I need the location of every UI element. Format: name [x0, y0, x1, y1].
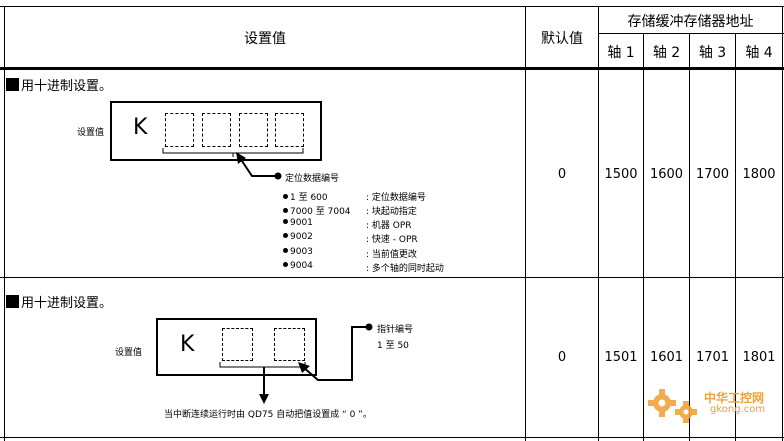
- row2-address-axis-3: 1701: [695, 350, 730, 365]
- row2-k-letter: K: [180, 332, 195, 357]
- header-bottom-border: [0, 67, 784, 70]
- row1-setting-label: 设置值: [77, 128, 105, 138]
- right-border: [782, 6, 783, 441]
- row1-setting-box: [110, 101, 322, 161]
- row2-note: 当中断连续运行时由 QD75 自动把值设置成 “ 0 ”。: [164, 410, 372, 420]
- header-default-value: 默认值: [541, 31, 583, 47]
- row2-setting-label: 设置值: [115, 348, 143, 358]
- row1-digit-box-4: [275, 113, 304, 147]
- row1-item-4: 9002: [283, 232, 313, 242]
- header-axis-3: 轴 3: [698, 45, 727, 61]
- row2-title: 用十进制设置。: [6, 292, 112, 311]
- row1-address-axis-2: 1600: [649, 167, 684, 182]
- row1-digit-box-2: [202, 113, 231, 147]
- bullet-icon: [283, 208, 288, 213]
- header-axis-4: 轴 4: [745, 45, 773, 61]
- row1-address-axis-1: 1500: [604, 167, 638, 182]
- row2-digit-box-1: [222, 328, 253, 361]
- row1-item-2-desc: : 块起动指定: [366, 207, 417, 217]
- bullet-icon: [283, 194, 288, 199]
- row1-address-axis-4: 1800: [742, 167, 776, 182]
- header-setting-value: 设置值: [244, 31, 286, 47]
- row-divider: [0, 277, 784, 278]
- col-divider-axis1: [643, 33, 644, 441]
- row1-address-axis-3: 1700: [695, 167, 730, 182]
- header-buffer-memory-address: 存储缓冲存储器地址: [627, 14, 754, 30]
- left-border: [4, 6, 5, 441]
- header-axis-2: 轴 2: [652, 45, 681, 61]
- col-divider-axis3: [735, 33, 736, 441]
- watermark-url: gkong.com: [710, 404, 766, 415]
- row2-pointer-label: 指针编号: [377, 325, 414, 335]
- watermark-title: 中华工控网: [704, 391, 765, 405]
- row1-item-2: 7000 至 7004: [283, 204, 351, 217]
- row1-digit-box-3: [239, 113, 268, 147]
- col-divider-default: [598, 6, 599, 441]
- row2-address-axis-2: 1601: [649, 350, 684, 365]
- row2-pointer-range: 1 至 50: [377, 341, 409, 351]
- row1-k-letter: K: [133, 115, 148, 140]
- row1-item-1: 1 至 600: [283, 190, 328, 203]
- row1-item-4-desc: : 快速 - OPR: [366, 235, 418, 245]
- square-bullet-icon: [6, 78, 19, 91]
- header-axis-1: 轴 1: [607, 45, 635, 61]
- row1-item-3-desc: : 机器 OPR: [366, 221, 412, 231]
- buffer-header-divider: [598, 33, 784, 34]
- table-top-border: [0, 6, 784, 7]
- row1-pointer-label: 定位数据编号: [285, 174, 340, 184]
- row2-address-axis-1: 1501: [604, 350, 638, 365]
- table-bottom-line: [0, 437, 784, 438]
- row1-default-value: 0: [557, 167, 567, 182]
- row2-setting-box: [156, 318, 317, 376]
- row1-item-1-desc: : 定位数据编号: [366, 193, 426, 203]
- row2-digit-box-2: [274, 328, 305, 361]
- bullet-icon: [283, 262, 288, 267]
- row2-default-value: 0: [557, 350, 567, 365]
- row1-digit-box-1: [165, 113, 194, 147]
- bullet-icon: [283, 233, 288, 238]
- row1-item-5: 9003: [283, 247, 313, 257]
- square-bullet-icon: [6, 295, 19, 308]
- row1-item-6: 9004: [283, 261, 313, 271]
- row2-address-axis-4: 1801: [742, 350, 776, 365]
- row1-item-6-desc: : 多个轴的同时起动: [366, 264, 444, 274]
- bullet-icon: [283, 219, 288, 224]
- bullet-icon: [283, 248, 288, 253]
- row1-title: 用十进制设置。: [6, 75, 112, 94]
- row1-item-3: 9001: [283, 218, 313, 228]
- col-divider-axis2: [689, 33, 690, 441]
- col-divider-setting: [525, 6, 526, 441]
- row1-item-5-desc: : 当前值更改: [366, 250, 417, 260]
